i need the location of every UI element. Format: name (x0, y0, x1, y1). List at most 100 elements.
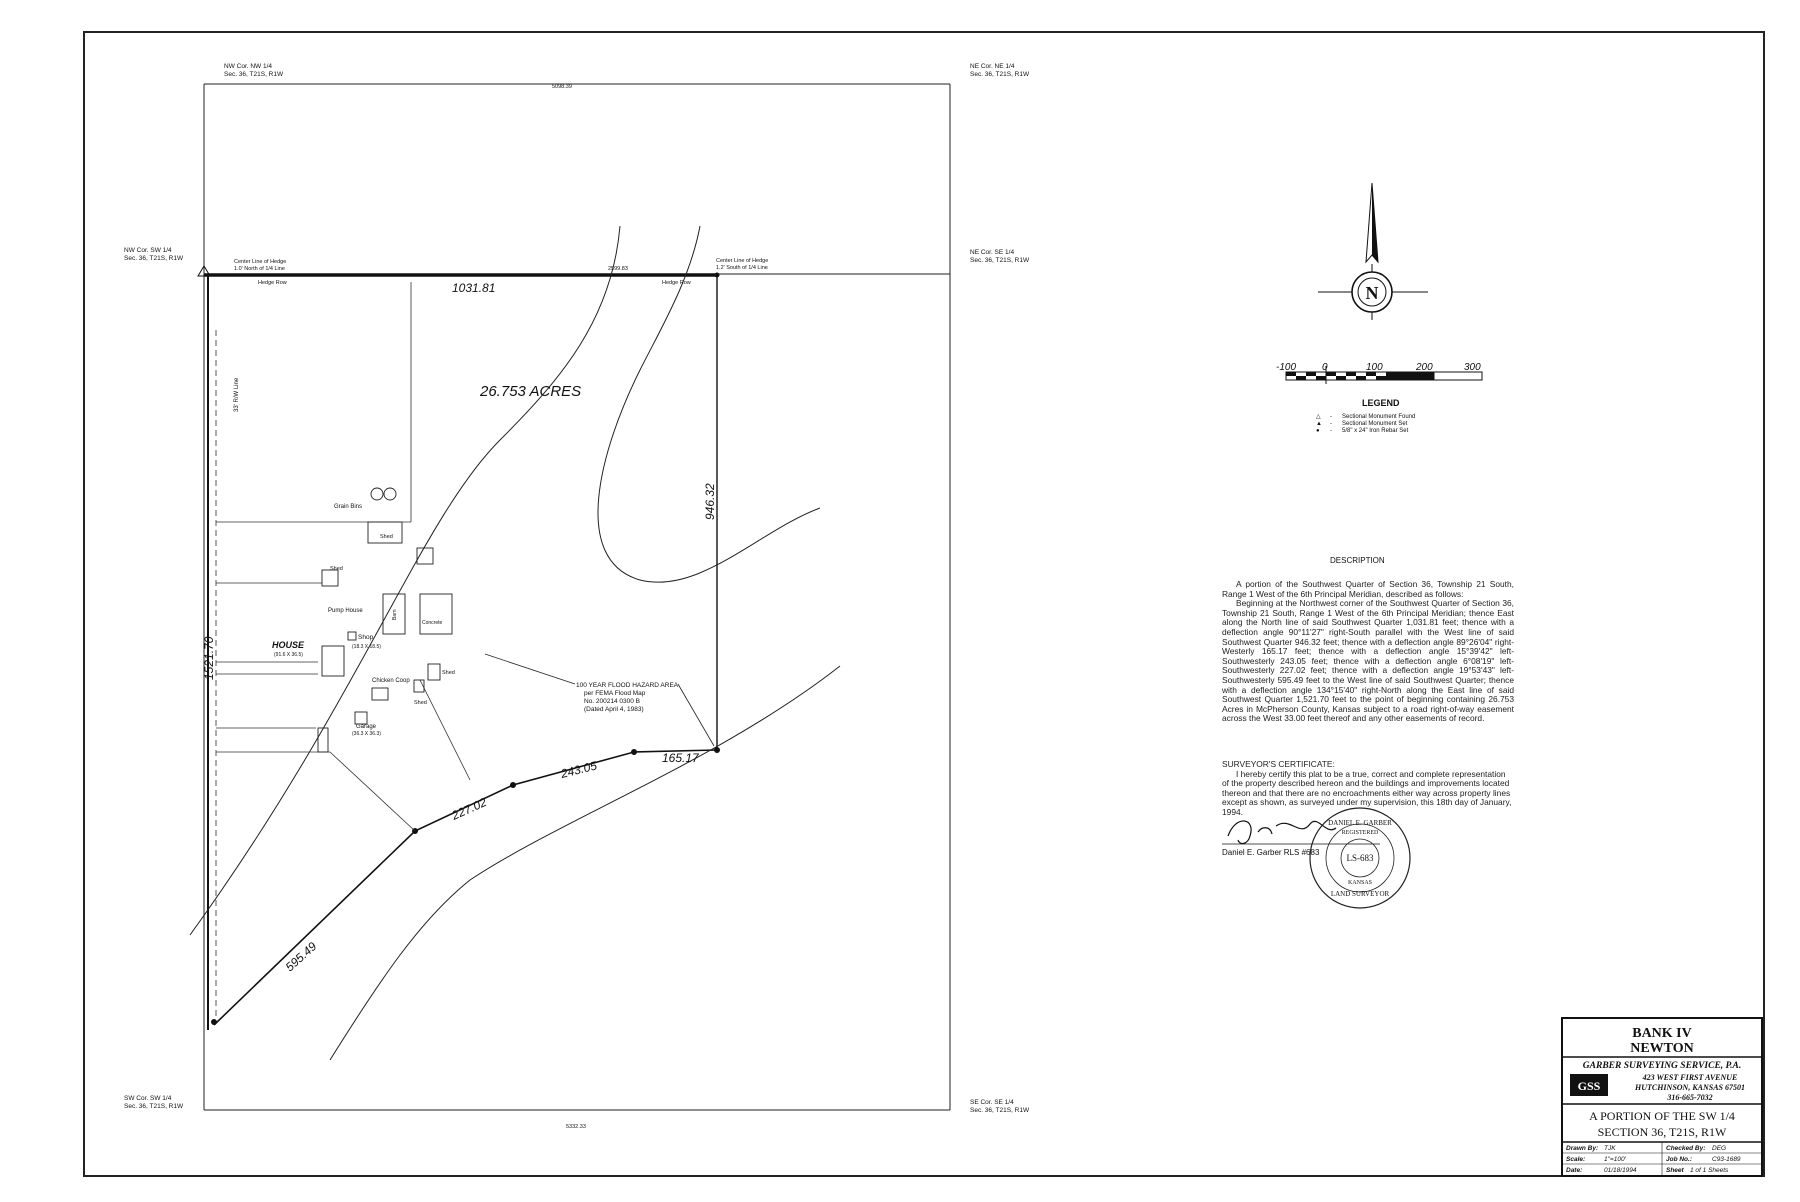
interior-lines (216, 282, 471, 832)
scale-label-200: 200 (1415, 362, 1433, 373)
barn-label: Barn (392, 609, 398, 620)
corner-ne-top-2: Sec. 36, T21S, R1W (970, 71, 1030, 78)
seal-license: LS-683 (1347, 853, 1375, 863)
surveyor-certificate: SURVEYOR'S CERTIFICATE: I hereby certify… (1222, 759, 1514, 818)
house-label: HOUSE (272, 640, 305, 650)
scale-label-100: 100 (1366, 362, 1383, 373)
hedge-row-west: Hedge Row (258, 280, 287, 286)
shed-2 (416, 547, 434, 565)
scale-key: Scale: (1566, 1156, 1585, 1163)
certificate-text: I hereby certify this plat to be a true,… (1222, 768, 1512, 817)
dim-leg4: 165.17 (662, 751, 700, 765)
signature-block: Daniel E. Garber RLS #683 LS-683 DANIEL … (1222, 807, 1411, 909)
dim-leg3: 243.05 (558, 758, 598, 781)
shed-4 (427, 663, 441, 681)
legend-dash-1: - (1330, 414, 1332, 420)
seal-name: DANIEL E. GARBER (1328, 819, 1392, 827)
job-no-key: Job No.: (1666, 1156, 1692, 1163)
corner-nw-top-2: Sec. 36, T21S, R1W (224, 71, 284, 78)
project-line-2: SECTION 36, T21S, R1W (1598, 1125, 1727, 1139)
corner-ne-se-1: NE Cor. SE 1/4 (970, 249, 1014, 256)
concrete-pad (419, 593, 453, 635)
acreage-label: 26.753 ACRES (479, 383, 581, 400)
buildings (317, 487, 453, 753)
concrete-label: Concrete (422, 620, 443, 626)
hedge-west-note-2: 1.0' North of 1/4 Line (234, 266, 285, 272)
legend-item-1: Sectional Monument Found (1342, 414, 1415, 420)
shop (347, 631, 357, 641)
scale-value: 1"=100' (1604, 1156, 1627, 1163)
corner-nw-sw-2: Sec. 36, T21S, R1W (124, 255, 184, 262)
dim-north: 1031.81 (452, 281, 495, 295)
corner-se-se-1: SE Cor. SE 1/4 (970, 1099, 1014, 1106)
legend-dash-3: - (1330, 428, 1332, 434)
firm-logo (1570, 1074, 1608, 1096)
dim-north-total: 2599.83 (608, 266, 628, 272)
hedge-row-east: Hedge Row (662, 280, 691, 286)
shed-5 (413, 679, 425, 693)
legend-title: LEGEND (1362, 398, 1400, 408)
description-paragraph-1: A portion of the Southwest Quarter of Se… (1222, 579, 1514, 599)
hedge-east-note-1: Center Line of Hedge (716, 258, 768, 264)
firm-name: GARBER SURVEYING SERVICE, P.A. (1583, 1061, 1741, 1071)
garage (354, 711, 368, 725)
garage-label: Garage (356, 724, 377, 730)
legend-dash-2: - (1330, 421, 1332, 427)
firm-address-1: 423 WEST FIRST AVENUE (1642, 1073, 1738, 1082)
shed-3 (321, 569, 339, 587)
scale-label-300: 300 (1464, 362, 1481, 373)
corner-nw-top-1: NW Cor. NW 1/4 (224, 63, 272, 70)
description-paragraph-2: Beginning at the Northwest corner of the… (1222, 598, 1514, 724)
flood-note-1: 100 YEAR FLOOD HAZARD AREA (576, 682, 679, 689)
legend: LEGEND △ - Sectional Monument Found ▲ - … (1316, 398, 1415, 434)
client-line-2: NEWTON (1630, 1041, 1694, 1056)
flood-note-3: No. 200214 0300 B (584, 698, 640, 705)
dim-west: 1521.70 (202, 636, 216, 680)
chicken-label: Chicken Coop (372, 678, 410, 684)
seal-registered: REGISTERED (1342, 830, 1379, 836)
hedge-west-note-1: Center Line of Hedge (234, 259, 286, 265)
job-no-value: C93-1689 (1712, 1156, 1741, 1163)
corner-ne-top-1: NE Cor. NE 1/4 (970, 63, 1015, 70)
building-labels: HOUSE (91.6 X 36.5) Shop (18.3 X 18.5) S… (272, 504, 455, 737)
barn (382, 593, 406, 635)
corner-se-se-2: Sec. 36, T21S, R1W (970, 1107, 1030, 1114)
flood-lines (189, 225, 841, 1061)
north-arrow: N (1318, 182, 1428, 320)
house-dims: (91.6 X 36.5) (274, 652, 303, 658)
corner-labels: NW Cor. NW 1/4 Sec. 36, T21S, R1W NE Cor… (124, 63, 1030, 1114)
certificate-title: SURVEYOR'S CERTIFICATE: (1222, 759, 1335, 769)
corner-ne-se-2: Sec. 36, T21S, R1W (970, 257, 1030, 264)
hedge-notes: Center Line of Hedge 1.0' North of 1/4 L… (234, 258, 768, 286)
firm-address-2: HUTCHINSON, KANSAS 67501 (1634, 1083, 1745, 1092)
corner-sw-sw-1: SW Cor. SW 1/4 (124, 1095, 172, 1102)
title-block: BANK IV NEWTON GARBER SURVEYING SERVICE,… (1561, 1017, 1763, 1177)
rw-line-label: 33' R/W Line (234, 377, 240, 412)
sheet-value: 1 of 1 Sheets (1690, 1167, 1729, 1174)
legal-description: A portion of the Southwest Quarter of Se… (1222, 579, 1514, 724)
dim-east: 946.32 (703, 483, 717, 520)
date-key: Date: (1566, 1167, 1582, 1174)
pump-label: Pump House (328, 608, 363, 614)
garage-strip (317, 727, 329, 753)
section-lines (203, 83, 951, 1111)
dim-leg2: 227.02 (449, 795, 489, 823)
seal-state: KANSAS (1348, 880, 1372, 886)
flood-note: 100 YEAR FLOOD HAZARD AREA per FEMA Floo… (484, 653, 715, 747)
shed1-label: Shed (380, 534, 393, 540)
corner-nw-sw-1: NW Cor. SW 1/4 (124, 247, 172, 254)
description-title: DESCRIPTION (1330, 556, 1385, 565)
dim-bottom-total: 5332.33 (566, 1124, 586, 1130)
shop-dims: (18.3 X 18.5) (352, 644, 381, 650)
client-line-1: BANK IV (1632, 1026, 1692, 1041)
grain-label: Grain Bins (334, 504, 362, 510)
checked-by-key: Checked By: (1666, 1145, 1705, 1152)
scale-label-0: 0 (1322, 362, 1328, 373)
legend-item-3: 5/8" x 24" Iron Rebar Set (1342, 428, 1409, 434)
surveyor-seal-outer (1309, 807, 1411, 909)
project-line-1: A PORTION OF THE SW 1/4 (1589, 1109, 1735, 1123)
firm-phone: 316-665-7032 (1666, 1093, 1712, 1102)
checked-by-value: DEG (1712, 1145, 1726, 1152)
scale-label-neg100: -100 (1276, 362, 1296, 373)
dim-sw-leg: 595.49 (283, 939, 320, 974)
